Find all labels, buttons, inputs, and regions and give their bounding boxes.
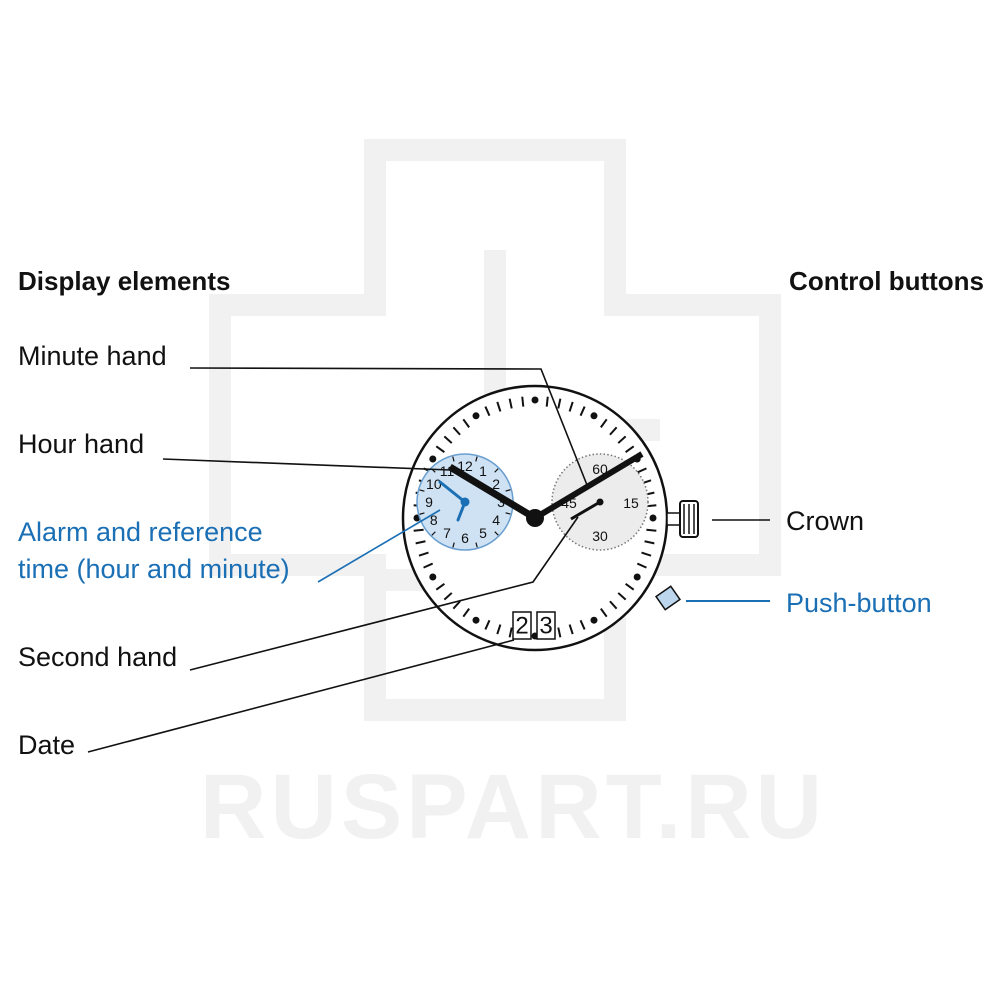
minute-tick [625,445,635,453]
hour-dot [649,514,657,522]
minute-tick [568,624,574,635]
small-second-hand [570,498,604,521]
minute-tick [484,406,491,417]
display-elements-heading: Display elements [18,266,230,296]
alarm-dial-number: 5 [479,525,487,541]
minute-tick [484,619,491,630]
watermark-text: RUSPART.RU [200,756,826,858]
alarm-dial-tick [494,468,499,473]
minute-tick [435,445,445,453]
alarm-dial-number: 8 [430,512,438,528]
alarm-dial-tick [494,531,499,536]
minute-tick [418,551,429,557]
minute-tick [545,396,549,407]
alarm-dial-tick [419,489,425,492]
alarm-dial-number: 6 [461,530,469,546]
hour-hand-label: Hour hand [18,429,144,459]
minute-tick [609,600,618,610]
seconds-dial-number: 15 [623,495,639,511]
alarm-dial-tick [505,489,511,492]
minute-tick [423,562,434,569]
alarm-dial-tick [452,542,455,548]
hour-dot [472,616,480,624]
alarm-dial-tick [505,512,511,515]
minute-tick [641,551,652,557]
minute-tick [579,406,586,417]
date-leader [87,639,515,753]
center-pin [526,509,544,527]
push-button [654,585,682,611]
alarm-dial-tick [475,456,478,462]
minute-tick [557,398,562,409]
hour-dot [590,412,598,420]
alarm-label-line1: Alarm and reference [18,517,263,547]
minute-tick [443,435,453,444]
minute-tick [557,627,562,638]
alarm-leader [317,509,441,583]
minute-tick [568,401,574,412]
alarm-hands [438,480,470,522]
minute-tick [443,592,453,601]
alarm-dial-tick [419,512,425,515]
seconds-dial-number: 30 [592,528,608,544]
minute-tick [646,528,657,532]
minute-tick [435,583,445,591]
minute-tick [415,540,426,545]
alarm-dial-number: 3 [497,494,505,510]
minute-tick [600,418,608,428]
minute-tick [496,401,502,412]
minute-tick [609,426,618,436]
alarm-dial-tick [452,456,455,462]
date-digit-2: 3 [539,613,552,640]
minute-tick [521,396,525,407]
alarm-dial-number: 2 [492,476,500,492]
minute-hand [533,451,644,521]
alarm-dial-number: 10 [426,476,442,492]
minute-tick [600,608,608,618]
minute-tick [636,467,647,474]
minute-tick [462,418,470,428]
date-digit-1: 2 [515,613,528,640]
minute-tick [636,562,647,569]
date-label: Date [18,730,75,760]
push-button-label: Push-button [786,588,932,618]
hour-dot [531,396,539,404]
alarm-dial-tick [431,531,436,536]
minute-tick [617,592,627,601]
minute-tick [452,600,461,610]
second-hand-label: Second hand [18,642,177,672]
minute-tick [579,619,586,630]
hour-hand-leader [162,458,451,471]
alarm-label-line2: time (hour and minute) [18,554,290,584]
minute-tick [625,583,635,591]
alarm-dial-number: 4 [492,512,500,528]
alarm-dial-tick [475,542,478,548]
hour-dot [429,455,437,463]
second-hand-leader [189,516,579,671]
minute-tick [413,528,424,532]
hour-dot [429,573,437,581]
minute-tick [496,624,502,635]
crown-label: Crown [786,506,864,536]
alarm-dial-number: 1 [479,463,487,479]
minute-hand-leader [189,367,588,486]
minute-hand-label: Minute hand [18,341,167,371]
date-window: 2 3 [512,611,556,640]
minute-tick [452,426,461,436]
minute-tick [508,398,513,409]
seconds-dial-number: 60 [592,461,608,477]
minute-tick [462,608,470,618]
minute-tick [644,540,655,545]
minute-tick [617,435,627,444]
hour-hand [448,463,537,522]
minute-tick [508,627,513,638]
hour-dot [590,616,598,624]
alarm-dial-number: 9 [425,494,433,510]
hour-dot [633,573,641,581]
crown [666,500,699,538]
control-buttons-heading: Control buttons [789,266,984,296]
alarm-dial-number: 7 [443,525,451,541]
hour-dot [472,412,480,420]
